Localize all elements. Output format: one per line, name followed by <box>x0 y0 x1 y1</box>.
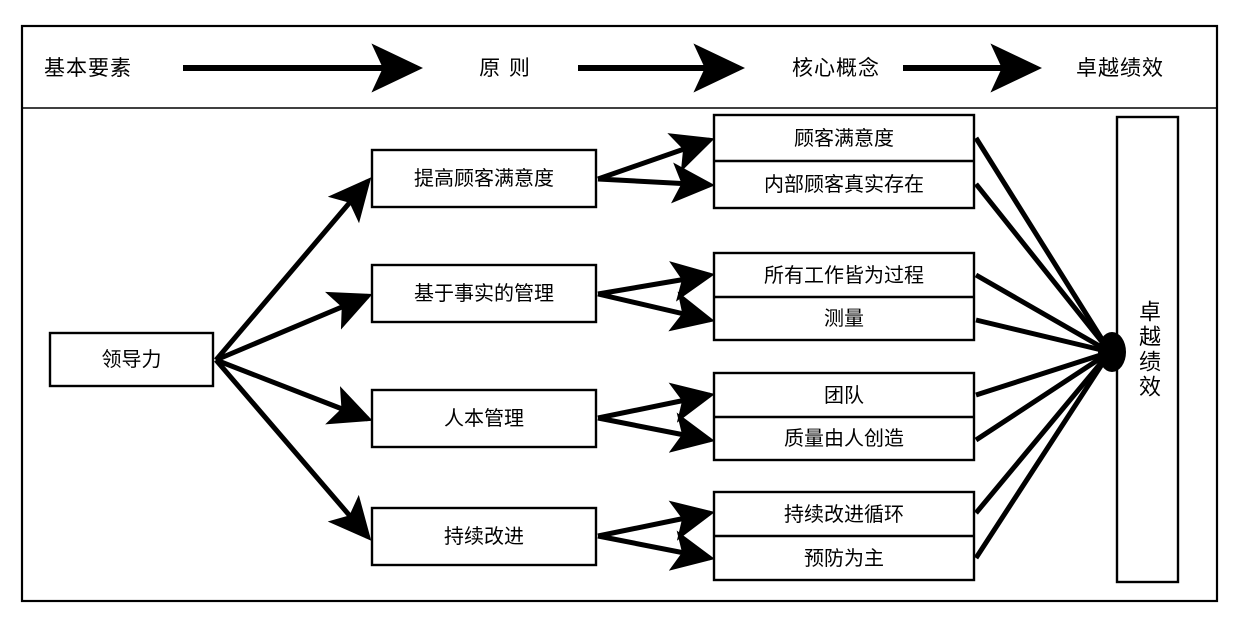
edge-concept1b-to-outcome <box>974 182 1112 354</box>
edge-concept2a-to-outcome <box>974 272 1112 355</box>
edge-principle3-to-concept3b <box>597 412 715 453</box>
edge-concept1a-to-outcome <box>973 136 1113 354</box>
edge-leadership-to-principle-4 <box>214 358 372 541</box>
principle-box-2[interactable] <box>370 263 598 324</box>
edge-leadership-to-principle-3 <box>215 357 373 425</box>
leadership-box[interactable] <box>48 331 215 388</box>
edge-principle3-to-concept3a <box>597 382 715 423</box>
edge-concept4a-to-outcome <box>974 350 1112 515</box>
outer-frame <box>20 24 1219 603</box>
principle-box-3[interactable] <box>370 388 598 449</box>
edge-principle1-to-concept1a <box>597 133 715 182</box>
outcome-box[interactable] <box>1115 115 1180 584</box>
principle-box-1[interactable] <box>370 148 598 209</box>
edge-principle4-to-concept4b <box>597 530 715 571</box>
edge-principle1-to-concept1b <box>597 162 715 204</box>
edge-principle2-to-concept2a <box>597 261 715 302</box>
edge-principle4-to-concept4a <box>597 500 715 541</box>
edge-concept3b-to-outcome <box>974 349 1112 443</box>
edge-concept4b-to-outcome <box>973 350 1113 560</box>
principle-box-4 <box>370 506 598 567</box>
edge-principle2-to-concept2b <box>597 291 715 332</box>
edge-concept3a-to-outcome <box>975 349 1111 398</box>
edge-leadership-to-principle-1 <box>214 177 372 362</box>
convergence-node <box>1098 332 1126 372</box>
edge-concept2b-to-outcome <box>975 317 1111 355</box>
edge-leadership-to-principle-2 <box>215 291 373 363</box>
